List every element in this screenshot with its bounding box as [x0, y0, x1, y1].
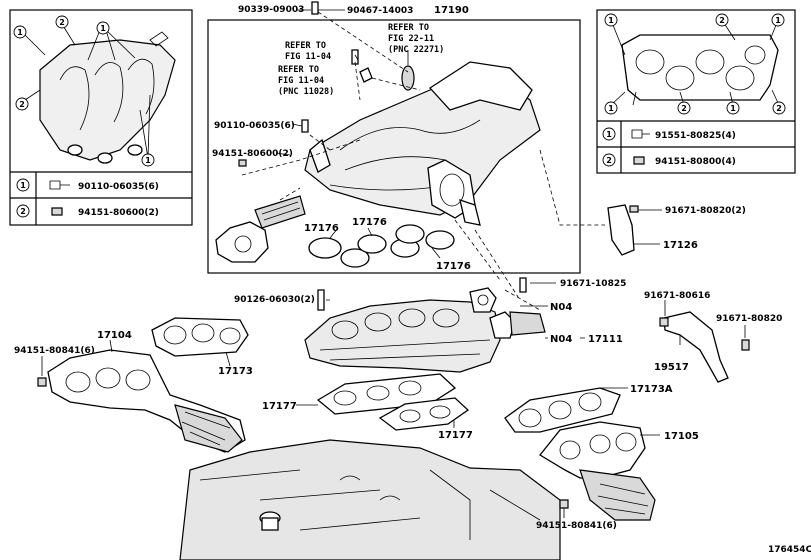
illustration-id: 176454C [768, 545, 811, 555]
gaskets-17177: 17177 17177 [262, 373, 473, 441]
label-17176-c: 17176 [436, 261, 471, 272]
label-90126: 90126-06030(2) [234, 295, 315, 305]
callout-1: 1 [100, 24, 106, 33]
callout-1: 1 [17, 28, 23, 37]
callout-1: 1 [775, 16, 781, 25]
legend-right-part-1: 91551-80825(4) [655, 131, 736, 141]
legend-left-part-2: 94151-80600(2) [78, 208, 159, 218]
label-N04-b: N04 [550, 334, 572, 345]
label-17126: 17126 [663, 240, 698, 251]
inset-right: 1 2 1 1 2 1 2 1 91551-80825(4) 2 94151-8… [596, 9, 796, 174]
ref2-line1: REFER TO [285, 41, 326, 51]
lower-intake-manifold: 90126-06030(2) 91671-10825 N04 N04 17111 [234, 229, 626, 373]
label-94151-a: 94151-80600(2) [212, 149, 293, 159]
ref1-line3: (PNC 22271) [388, 45, 444, 55]
label-17176-b: 17176 [352, 217, 387, 228]
label-17177-b: 17177 [438, 430, 473, 441]
ref3-line1: REFER TO [278, 65, 319, 75]
label-90110: 90110-06035(6) [214, 121, 295, 131]
inset-left: 1 2 1 2 1 1 90110-06035(6) 2 94151-80600… [9, 9, 193, 226]
callout-2: 2 [776, 104, 782, 113]
label-N04-a: N04 [550, 302, 572, 313]
label-17173A: 17173A [630, 384, 673, 395]
label-17190: 17190 [434, 5, 469, 16]
intake-plenum-box: 90339-09003 90467-14003 17190 REFER TO F… [207, 1, 581, 281]
ref2-line2: FIG 11-04 [285, 52, 331, 62]
label-17176-a: 17176 [304, 223, 339, 234]
exhaust-manifold-17104: 94151-80841(6) 17104 [14, 330, 246, 453]
label-91671-d: 91671-80820 [716, 314, 782, 324]
label-19517: 19517 [654, 362, 689, 373]
engine-block [179, 439, 561, 560]
label-17105: 17105 [664, 431, 699, 442]
callout-1: 1 [145, 156, 151, 165]
label-90467: 90467-14003 [347, 6, 413, 16]
ref3-line2: FIG 11-04 [278, 76, 324, 86]
gasket-17173A: 17173A [504, 384, 673, 433]
label-17177-a: 17177 [262, 401, 297, 412]
label-91671-c: 91671-80616 [644, 291, 710, 301]
label-17104: 17104 [97, 330, 132, 341]
legend-right-num-1: 1 [606, 130, 612, 139]
ref3-line3: (PNC 11028) [278, 87, 334, 97]
bracket-19517: 91671-80616 91671-80820 19517 [644, 291, 782, 383]
callout-2: 2 [719, 16, 725, 25]
exhaust-manifold-17105: 17105 94151-80841(6) [536, 421, 699, 531]
label-91671-b: 91671-10825 [560, 279, 626, 289]
label-94151-c: 94151-80841(6) [536, 521, 617, 531]
label-17173: 17173 [218, 366, 253, 377]
callout-2: 2 [681, 104, 687, 113]
callout-1: 1 [608, 16, 614, 25]
callout-1: 1 [608, 104, 614, 113]
ref1-line1: REFER TO [388, 23, 429, 33]
label-94151-b: 94151-80841(6) [14, 346, 95, 356]
legend-left-part-1: 90110-06035(6) [78, 182, 159, 192]
legend-left-num-1: 1 [20, 181, 26, 190]
callout-2: 2 [59, 18, 65, 27]
label-91671-a: 91671-80820(2) [665, 206, 746, 216]
bracket-17126: 91671-80820(2) 17126 [539, 149, 746, 256]
legend-right-part-2: 94151-80800(4) [655, 157, 736, 167]
label-90339: 90339-09003 [238, 5, 304, 15]
legend-left-num-2: 2 [20, 207, 26, 216]
legend-right-num-2: 2 [606, 156, 612, 165]
gasket-17173: 17173 [151, 317, 253, 377]
ref1-line2: FIG 22-11 [388, 34, 434, 44]
label-17111: 17111 [588, 334, 623, 345]
callout-2: 2 [19, 100, 25, 109]
callout-1: 1 [730, 104, 736, 113]
